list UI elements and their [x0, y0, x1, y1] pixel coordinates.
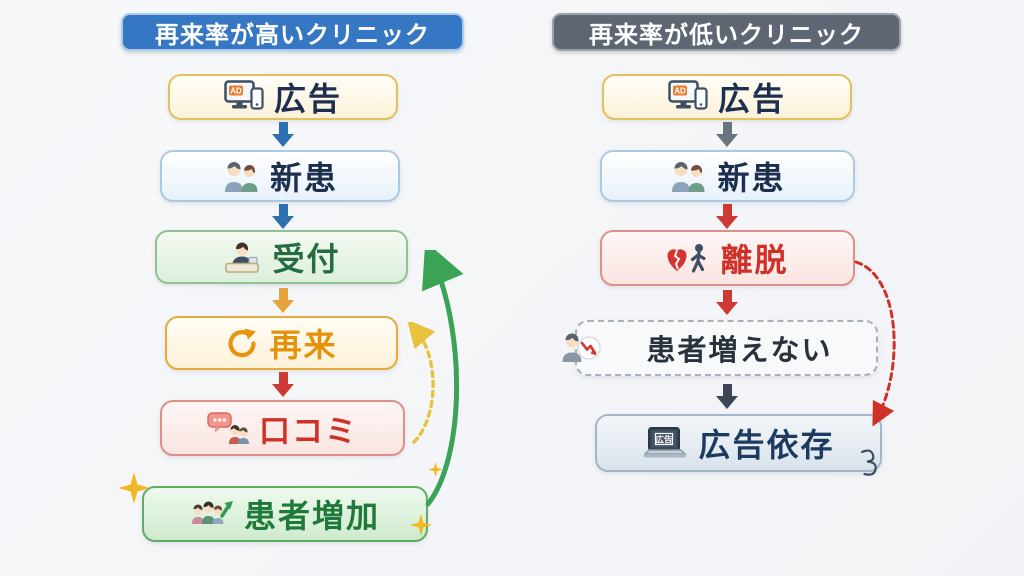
left-step-patient-growth-label: 患者増加 [243, 498, 380, 534]
right-column-title: 再来率が低いクリニック [552, 13, 901, 51]
down-arrow-red [716, 204, 738, 229]
patient-growth-icon [190, 497, 234, 531]
down-arrow-blue [272, 122, 294, 147]
no-growth-icon [559, 330, 601, 366]
left-step-patient-growth: 患者増加 [142, 486, 428, 542]
left-step-return-visit-label: 再来 [269, 327, 338, 363]
down-arrow-red [272, 372, 294, 397]
right-step-ad-label: 広告 [717, 81, 786, 117]
right-step-no-growth: 患者増えない [562, 320, 878, 376]
red-dependence-arrow [854, 260, 896, 427]
right-step-new-patients-label: 新患 [717, 160, 786, 196]
right-step-ad-dependence-label: 広告依存 [698, 427, 835, 463]
ad-badge-text: AD [230, 87, 242, 96]
sparkle-icon [118, 472, 150, 504]
left-step-return-visit: 再来 [165, 316, 398, 370]
right-step-churn-label: 離脱 [720, 242, 789, 278]
ad-monitor-icon: AD [668, 80, 708, 114]
refresh-icon [225, 327, 259, 359]
left-step-reception-label: 受付 [272, 241, 341, 277]
right-step-ad: AD 広告 [602, 74, 852, 120]
right-step-no-growth-label: 患者増えない [646, 335, 833, 367]
left-step-new-patients-label: 新患 [269, 160, 338, 196]
down-arrow-dark [716, 384, 738, 409]
word-of-mouth-icon [207, 411, 249, 445]
ad-badge-text: AD [674, 87, 686, 96]
down-arrow-red [716, 290, 738, 315]
left-step-ad: AD 広告 [168, 74, 398, 120]
right-step-churn: 離脱 [600, 230, 855, 286]
green-feedback-arrow [421, 250, 464, 507]
left-step-reception: 受付 [155, 230, 408, 284]
new-patients-icon [222, 160, 260, 192]
new-patients-icon [669, 160, 707, 192]
down-arrow-blue [272, 204, 294, 229]
laptop-ad-icon: 広告 [642, 426, 688, 460]
squiggle-icon [860, 449, 877, 476]
left-step-word-of-mouth-label: 口コミ [259, 413, 358, 449]
sparkle-icon [428, 462, 443, 477]
left-step-ad-label: 広告 [273, 81, 342, 117]
yellow-feedback-arrow [407, 322, 436, 444]
down-arrow-orange [272, 288, 294, 313]
sparkle-icon [410, 514, 432, 536]
down-arrow-gray [716, 122, 738, 147]
broken-heart-icon [666, 242, 710, 274]
ad-monitor-icon: AD [224, 80, 264, 114]
receptionist-icon [222, 241, 262, 273]
left-column-title: 再来率が高いクリニック [121, 13, 464, 51]
laptop-screen-text: 広告 [656, 434, 674, 444]
left-step-word-of-mouth: 口コミ [160, 400, 405, 456]
right-step-ad-dependence: 広告 広告依存 [595, 414, 882, 472]
right-step-new-patients: 新患 [600, 150, 855, 202]
left-step-new-patients: 新患 [160, 150, 400, 202]
